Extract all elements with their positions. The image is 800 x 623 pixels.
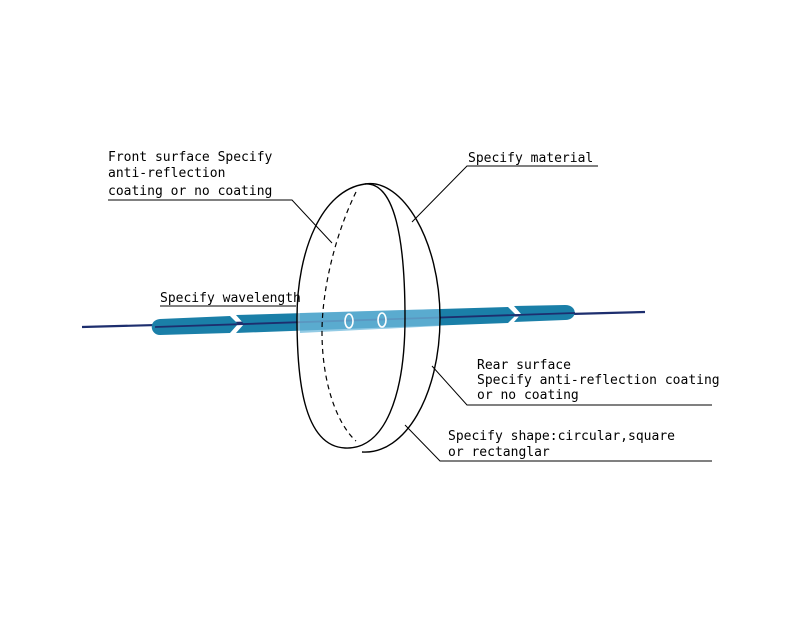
front-surface-leader	[108, 199, 333, 244]
shape-leader	[404, 424, 712, 462]
rear-intersection-mark	[377, 312, 387, 328]
rear-surface-leader	[431, 365, 712, 406]
leader-lines	[108, 165, 712, 462]
lens	[296, 183, 441, 453]
rear-surface-label: Rear surface Specify anti-reflection coa…	[477, 358, 727, 403]
wavelength-label: Specify wavelength	[160, 291, 301, 306]
lens-beam-tint	[297, 300, 440, 340]
front-surface-label: Front surface Specify anti-reflection co…	[108, 150, 280, 199]
front-intersection-mark	[344, 313, 354, 329]
lens-hidden-edge	[321, 191, 357, 442]
material-leader	[411, 165, 598, 223]
lens-rear-rim	[361, 183, 441, 453]
material-label: Specify material	[468, 151, 593, 166]
lens-front-face	[296, 183, 406, 449]
shape-label: Specify shape:circular,square or rectang…	[448, 429, 683, 460]
